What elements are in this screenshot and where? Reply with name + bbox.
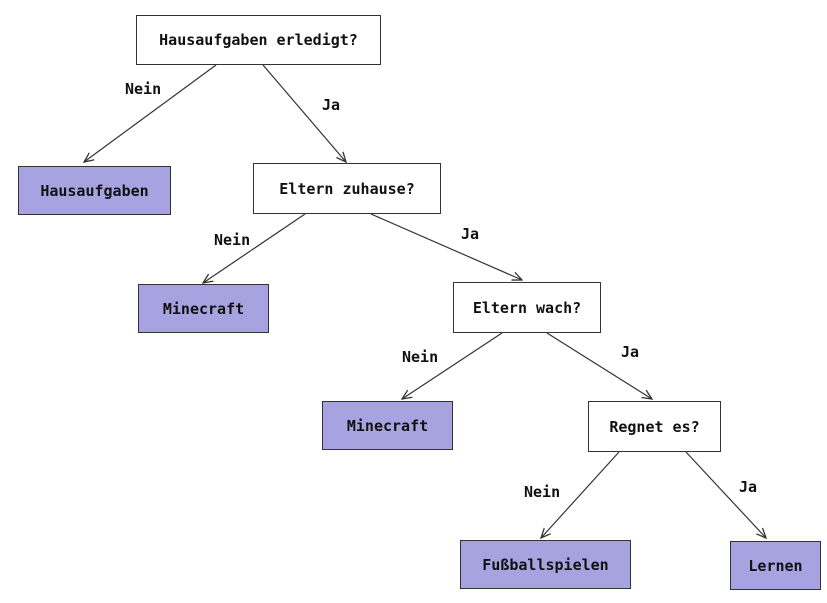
leaf-learn: Lernen: [730, 541, 821, 590]
edge-q3-q4: [546, 332, 652, 399]
leaf-minecraft-1: Minecraft: [138, 284, 269, 333]
edge-q1-leaf1: [84, 64, 217, 162]
leaf-homework: Hausaufgaben: [18, 166, 171, 215]
edge-label-q2-no: Nein: [214, 231, 251, 249]
edge-label-q4-no: Nein: [524, 483, 561, 501]
edge-label-q3-no: Nein: [402, 348, 439, 366]
edge-label-q4-yes: Ja: [739, 478, 758, 496]
edge-label-q3-yes: Ja: [621, 343, 640, 361]
edge-q4-leaf5: [685, 451, 766, 538]
question-parents-home: Eltern zuhause?: [253, 163, 441, 214]
edge-q1-q2: [262, 64, 346, 162]
question-parents-awake: Eltern wach?: [453, 282, 601, 333]
edge-q3-leaf3: [402, 332, 503, 399]
edge-q2-leaf2: [203, 213, 306, 283]
edge-label-q1-yes: Ja: [322, 96, 341, 114]
question-homework-done: Hausaufgaben erledigt?: [136, 15, 381, 65]
leaf-football: Fußballspielen: [460, 540, 631, 589]
question-raining: Regnet es?: [588, 401, 721, 452]
edge-q2-q3: [370, 213, 522, 280]
leaf-minecraft-2: Minecraft: [322, 401, 453, 450]
edge-label-q2-yes: Ja: [461, 225, 480, 243]
edge-label-q1-no: Nein: [125, 80, 162, 98]
edge-q4-leaf4: [541, 451, 620, 538]
